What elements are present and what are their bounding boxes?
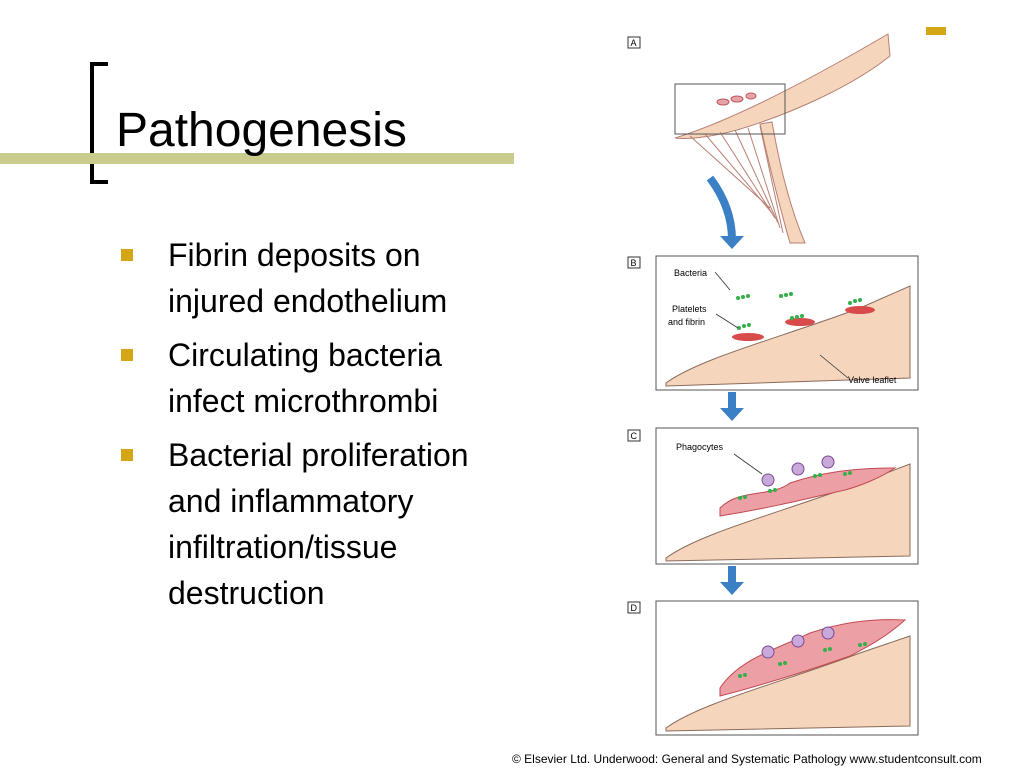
pathogenesis-figure: A B (627, 33, 919, 736)
copyright-footer: © Elsevier Ltd. Underwood: General and S… (512, 752, 982, 766)
label-platelets: Platelets (672, 304, 707, 314)
panel-d: D (627, 600, 919, 736)
vegetation-mass (719, 619, 907, 697)
bullet-item: Circulating bacteria infect microthrombi (118, 332, 518, 424)
arrow-head-icon (720, 236, 744, 249)
panel-label-a: A (631, 38, 637, 48)
vegetation-mass (719, 467, 897, 517)
panel-label-box (627, 601, 641, 614)
leaflet-shape (665, 285, 911, 387)
slide-title: Pathogenesis (116, 104, 407, 157)
phagocyte-cells (761, 626, 835, 659)
panel-label-d: D (631, 603, 638, 613)
title-underline (0, 153, 514, 164)
panel-label-box (627, 36, 641, 49)
vegetation-bumps (716, 92, 757, 106)
bullet-list: Fibrin deposits on injured endothelium C… (118, 232, 518, 624)
platelet-fibrin-mounds (732, 306, 875, 341)
leaflet-shape (665, 635, 911, 732)
panel-label-c: C (631, 431, 638, 441)
label-fibrin: and fibrin (668, 317, 705, 327)
papillary-muscle (759, 121, 806, 244)
panel-label-b: B (631, 258, 637, 268)
bullet-square-icon (121, 349, 133, 361)
zoom-box (674, 83, 786, 135)
label-bacteria: Bacteria (674, 268, 707, 278)
bacteria-dots (738, 471, 852, 500)
panel-label-box (627, 429, 641, 442)
accent-square (926, 27, 946, 35)
label-phagocytes: Phagocytes (676, 442, 724, 452)
chordae-tendineae (689, 125, 784, 234)
panel-a: A (627, 33, 891, 249)
arrow-head-icon (720, 408, 744, 421)
panel-b: B Bacteria Platelets and fibrin Valve le… (627, 255, 919, 421)
panel-label-box (627, 256, 641, 269)
title-bracket (90, 62, 108, 184)
leader-line (733, 453, 763, 475)
bullet-text: Fibrin deposits on injured endothelium (168, 237, 448, 319)
bacteria-dots (736, 292, 862, 330)
down-arrow-icon (706, 175, 736, 241)
bullet-item: Fibrin deposits on injured endothelium (118, 232, 518, 324)
bacteria-dots (738, 642, 867, 678)
bullet-square-icon (121, 249, 133, 261)
bullet-square-icon (121, 449, 133, 461)
panel-c: C Phagocytes (627, 427, 919, 595)
bullet-text: Circulating bacteria infect microthrombi (168, 337, 442, 419)
bullet-text: Bacterial proliferation and inflammatory… (168, 437, 469, 611)
leader-lines (714, 271, 849, 379)
arrow-head-icon (720, 582, 744, 595)
phagocyte-cells (761, 455, 835, 487)
bullet-item: Bacterial proliferation and inflammatory… (118, 432, 518, 616)
valve-leaflet-shape (674, 33, 891, 139)
label-valve-leaflet: Valve leaflet (848, 375, 897, 385)
